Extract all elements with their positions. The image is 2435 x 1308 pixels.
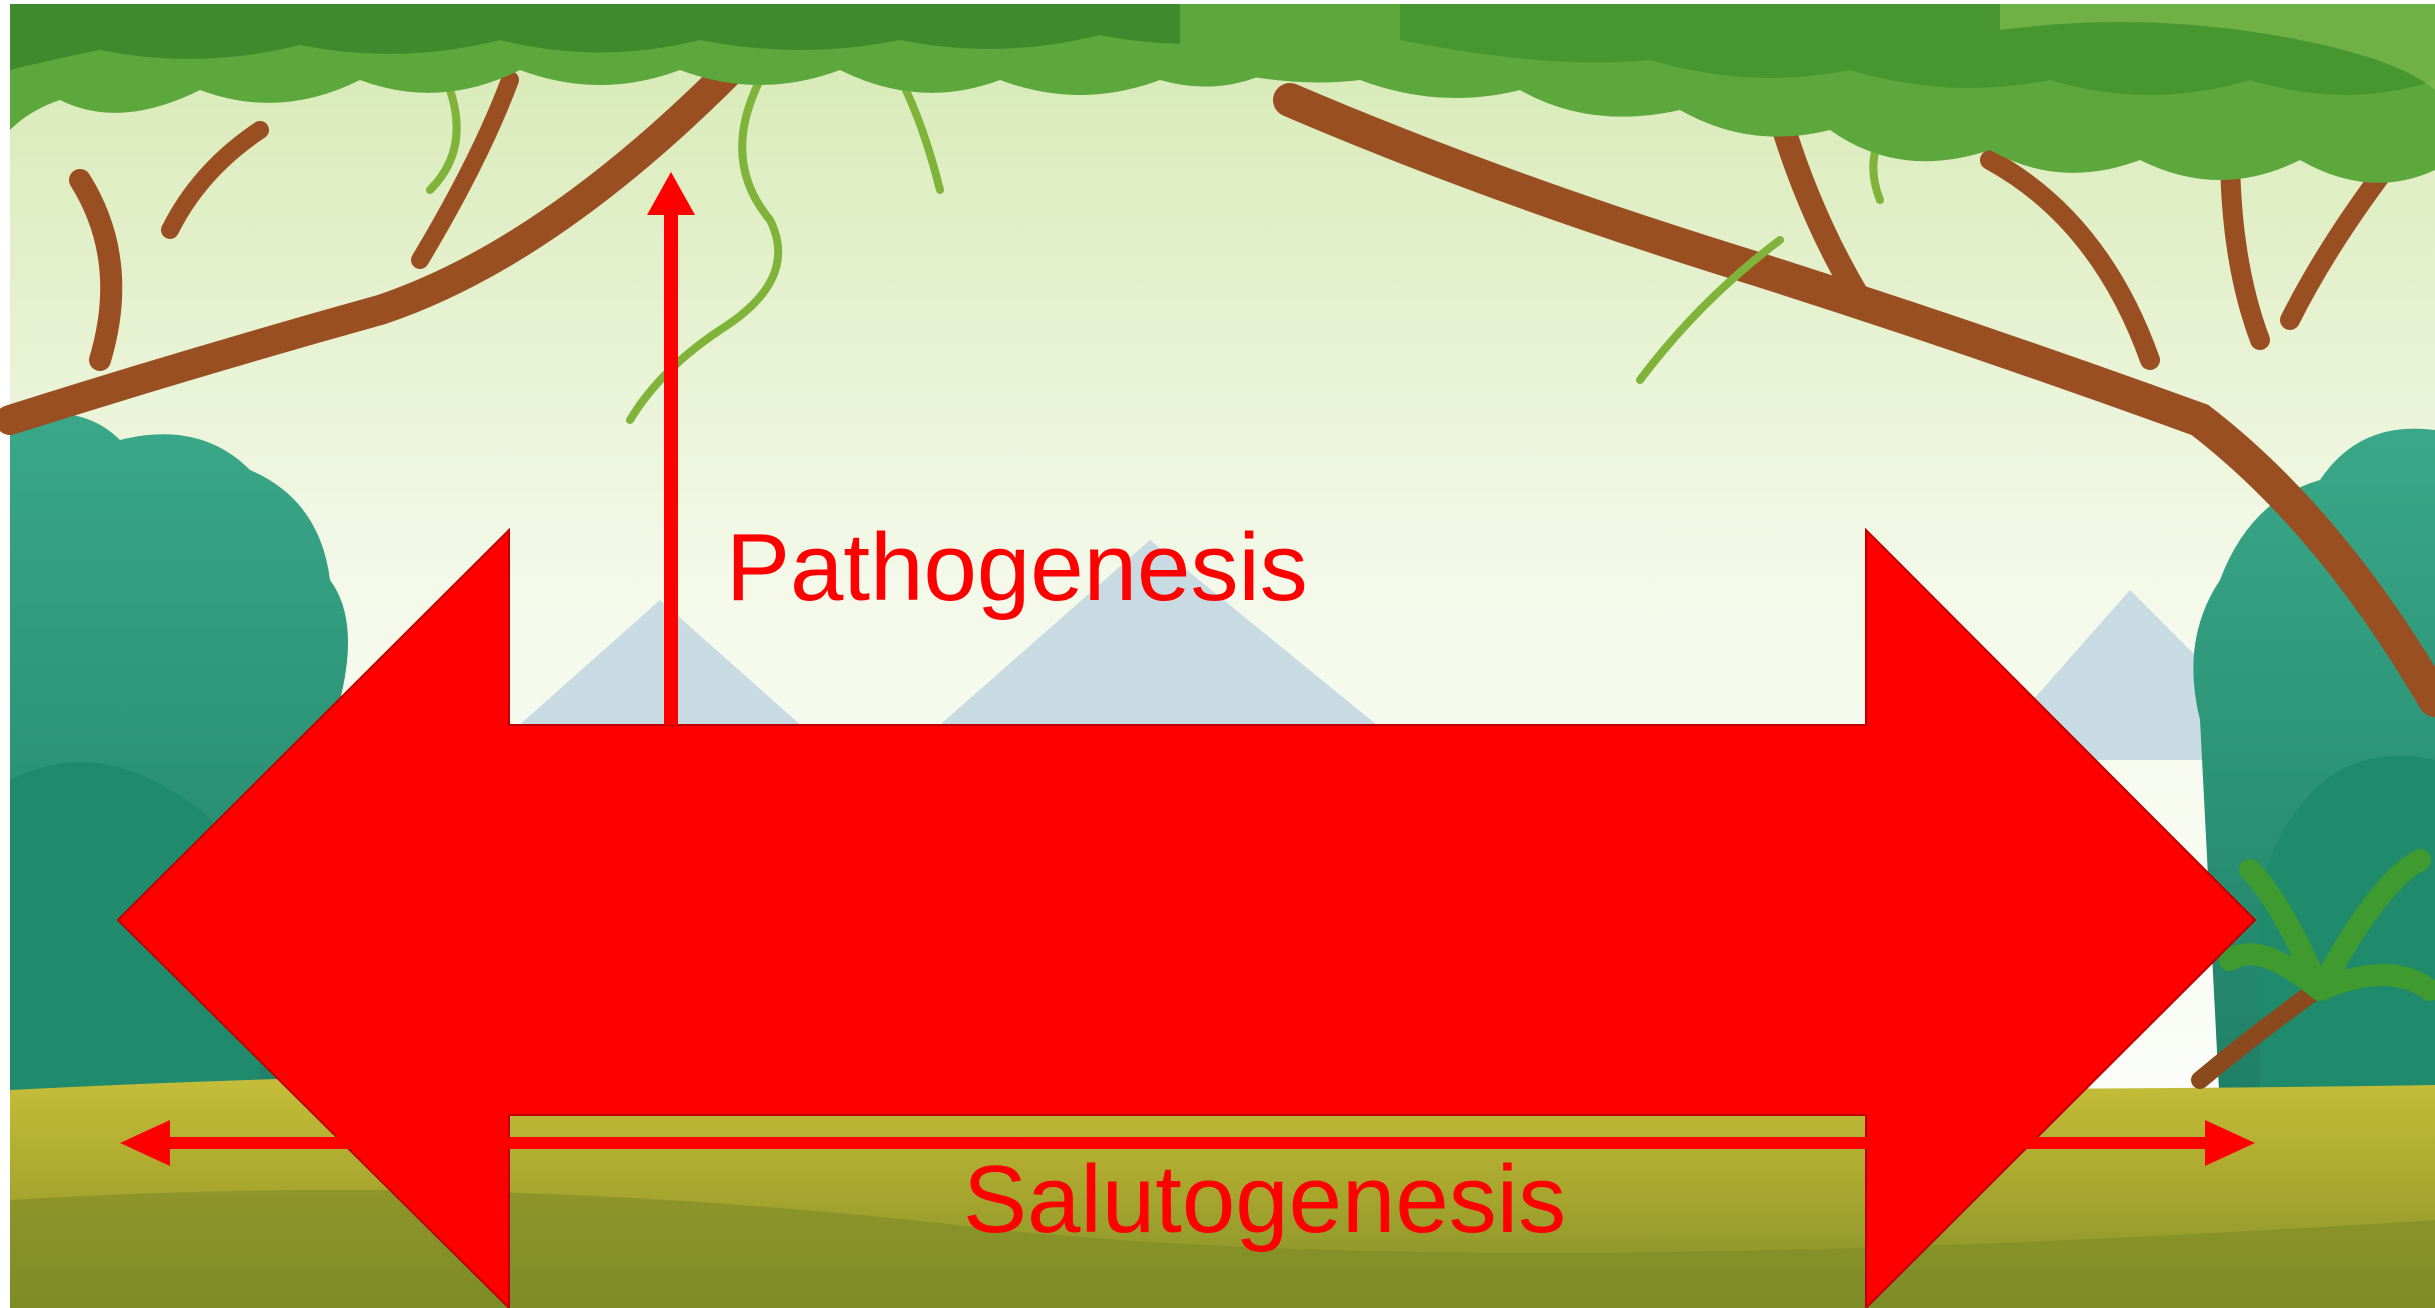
- salutogenesis-label: Salutogenesis: [963, 1146, 1566, 1253]
- pathogenesis-label: Pathogenesis: [726, 514, 1308, 621]
